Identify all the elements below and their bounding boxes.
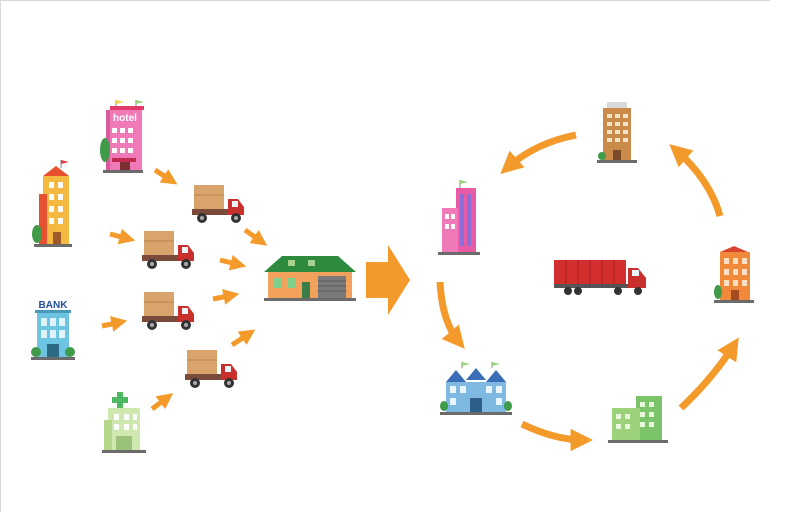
- apartment-building-icon: [32, 160, 72, 247]
- bank-sign: BANK: [39, 300, 69, 311]
- blue-mansion-icon: [440, 362, 512, 415]
- delivery-truck-icon: [185, 350, 237, 388]
- arrow-truck3-to-warehouse: [212, 289, 240, 305]
- frame-left-edge: [0, 0, 1, 512]
- warehouse-icon: [264, 256, 356, 301]
- arrow-truck4-to-warehouse: [230, 329, 256, 348]
- big-arrow-to-cycle: [366, 245, 410, 315]
- arrow-truck1-to-warehouse: [243, 227, 268, 246]
- delivery-truck-icon: [192, 185, 244, 223]
- arrow-bank-to-truck: [101, 316, 128, 332]
- hotel-building-icon: hotel: [100, 100, 144, 173]
- arrow-apartment-to-truck: [109, 228, 136, 245]
- container-truck-icon: [554, 260, 646, 295]
- brown-office-icon: [597, 102, 637, 163]
- arrow-orange-to-brown: [669, 144, 724, 217]
- hospital-building-icon: [102, 392, 146, 453]
- delivery-truck-icon: [142, 292, 194, 330]
- arrow-green-to-orange: [678, 337, 739, 411]
- green-building-icon: [608, 396, 668, 443]
- arrow-mansion-to-green: [520, 420, 593, 452]
- delivery-truck-icon: [142, 231, 194, 269]
- arrow-tower-to-mansion: [436, 281, 465, 349]
- arrow-brown-to-tower: [500, 131, 577, 174]
- frame-top-edge: [0, 0, 770, 1]
- arrow-hotel-to-truck: [153, 167, 178, 185]
- orange-apartment-icon: [714, 246, 754, 303]
- bank-building-icon: BANK: [31, 300, 75, 360]
- office-tower-icon: [438, 180, 480, 255]
- arrow-hospital-to-truck: [150, 393, 174, 411]
- arrow-truck2-to-warehouse: [219, 254, 247, 271]
- hotel-sign: hotel: [113, 113, 137, 124]
